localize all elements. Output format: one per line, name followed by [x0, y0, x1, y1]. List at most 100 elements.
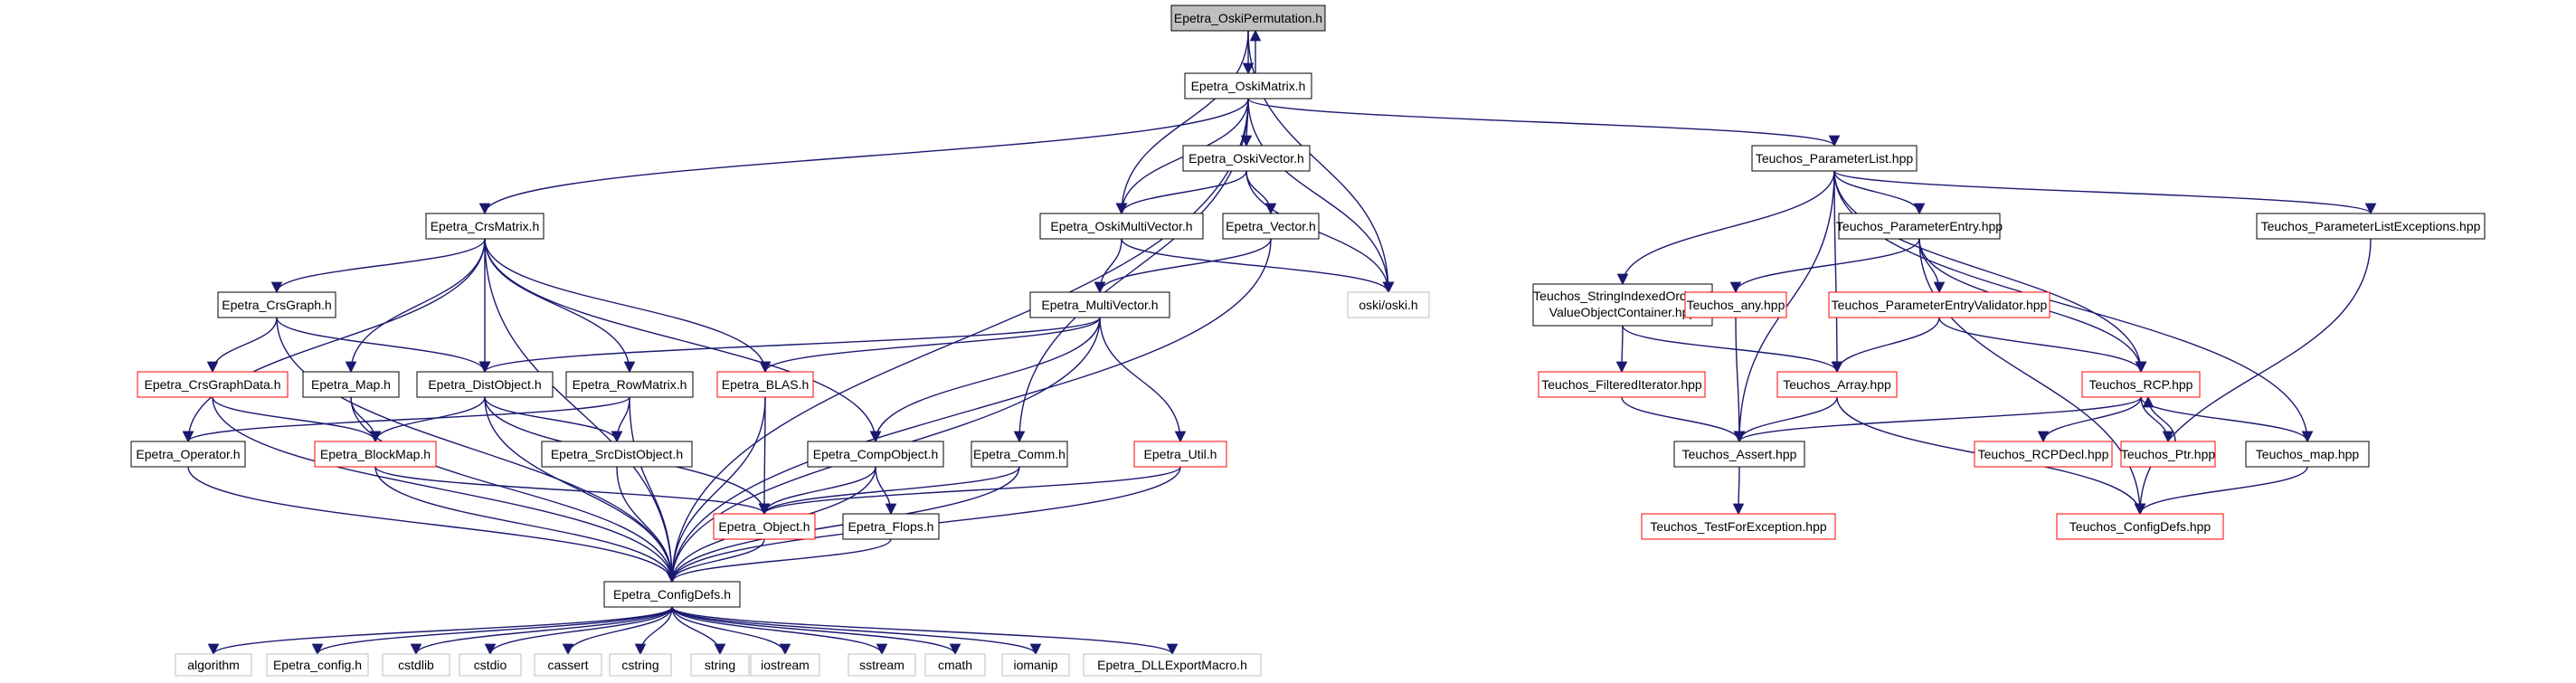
node-label: Teuchos_ParameterEntryValidator.hpp: [1832, 298, 2048, 312]
node-entry-validator[interactable]: Teuchos_ParameterEntryValidator.hpp: [1828, 291, 2050, 318]
node-label: Epetra_DistObject.h: [428, 377, 541, 392]
node-label: Teuchos_Ptr.hpp: [2121, 447, 2216, 461]
node-block-map[interactable]: Epetra_BlockMap.h: [314, 441, 437, 468]
edge-oski_matrix-to-crs_matrix: [478, 98, 1249, 215]
node-label: Epetra_BlockMap.h: [320, 447, 431, 461]
node-teuchos-map[interactable]: Teuchos_map.hpp: [2245, 441, 2370, 468]
node-dist-object[interactable]: Epetra_DistObject.h: [416, 371, 554, 398]
node-filtered-iter[interactable]: Teuchos_FilteredIterator.hpp: [1538, 371, 1706, 398]
node-param-list[interactable]: Teuchos_ParameterList.hpp: [1751, 145, 1918, 172]
node-label: iomanip: [1013, 658, 1057, 672]
node-label: ValueObjectContainer.hpp: [1549, 305, 1697, 319]
edge-entry_validator-to-rcp: [1938, 317, 2147, 374]
node-label: Epetra_BLAS.h: [722, 377, 810, 392]
node-row-matrix[interactable]: Epetra_RowMatrix.h: [565, 371, 694, 398]
node-label: Epetra_config.h: [273, 658, 362, 672]
node-param-list-exc[interactable]: Teuchos_ParameterListExceptions.hpp: [2256, 213, 2486, 240]
edge-block_map-to-object: [374, 466, 771, 516]
edge-config_defs-to-cstring: [634, 606, 673, 656]
node-crs-graph[interactable]: Epetra_CrsGraph.h: [217, 291, 336, 318]
node-label: Teuchos_FilteredIterator.hpp: [1541, 377, 1702, 392]
edge-oski_matrix-to-param_list: [1247, 98, 1841, 147]
node-box: [713, 513, 816, 540]
node-label: Epetra_Vector.h: [1226, 219, 1316, 233]
node-label: Teuchos_RCPDecl.hpp: [1978, 447, 2109, 461]
edge-dist_object-to-src_dist_object: [484, 396, 623, 443]
node-label: sstream: [859, 658, 904, 672]
edge-blas-to-config_defs: [666, 396, 766, 583]
node-label: Epetra_Map.h: [311, 377, 391, 392]
node-crs-graph-data[interactable]: Epetra_CrsGraphData.h: [137, 371, 289, 398]
node-util[interactable]: Epetra_Util.h: [1133, 441, 1227, 468]
node-config-defs[interactable]: Epetra_ConfigDefs.h: [603, 581, 741, 608]
node-label: Epetra_DLLExportMacro.h: [1097, 658, 1247, 672]
node-label: cassert: [547, 658, 588, 672]
edge-config_defs-to-cstdlib: [410, 606, 673, 656]
edge-crs_matrix-to-map: [345, 238, 486, 374]
node-flops[interactable]: Epetra_Flops.h: [842, 513, 940, 540]
edge-root-to-oski_multivector: [1115, 30, 1249, 215]
node-label: Epetra_MultiVector.h: [1041, 298, 1158, 312]
edge-config_defs-to-cmath: [671, 606, 961, 656]
node-comm[interactable]: Epetra_Comm.h: [971, 441, 1068, 468]
edge-crs_matrix-to-row_matrix: [484, 238, 636, 374]
node-vector[interactable]: Epetra_Vector.h: [1222, 213, 1320, 240]
node-test-for-exc[interactable]: Teuchos_TestForException.hpp: [1641, 513, 1836, 540]
node-object[interactable]: Epetra_Object.h: [713, 513, 816, 540]
nodes: Epetra_OskiPermutation.hEpetra_OskiMatri…: [130, 5, 2486, 677]
node-rcp-decl[interactable]: Teuchos_RCPDecl.hpp: [1974, 441, 2113, 468]
node-label: Epetra_RowMatrix.h: [573, 377, 687, 392]
node-sioc[interactable]: Teuchos_StringIndexedOrderedValueObjectC…: [1532, 283, 1713, 327]
node-box: [541, 441, 693, 468]
node-algorithm: algorithm: [175, 653, 252, 677]
node-label: Teuchos_ParameterList.hpp: [1756, 151, 1914, 166]
node-oski-matrix[interactable]: Epetra_OskiMatrix.h: [1184, 72, 1312, 100]
node-crs-matrix[interactable]: Epetra_CrsMatrix.h: [425, 213, 545, 240]
node-param-entry[interactable]: Teuchos_ParameterEntry.hpp: [1836, 213, 2003, 240]
node-ptr[interactable]: Teuchos_Ptr.hpp: [2120, 441, 2216, 468]
node-array[interactable]: Teuchos_Array.hpp: [1776, 371, 1898, 398]
node-root[interactable]: Epetra_OskiPermutation.h: [1170, 5, 1326, 32]
node-multivector[interactable]: Epetra_MultiVector.h: [1029, 291, 1170, 318]
edge-crs_matrix-to-config_defs: [484, 238, 678, 583]
node-label: Epetra_Flops.h: [848, 519, 934, 534]
node-cmath: cmath: [924, 653, 986, 677]
edge-oski_vector-to-vector: [1245, 170, 1277, 215]
node-oski-oski: oski/oski.h: [1347, 291, 1430, 318]
node-box: [1776, 371, 1898, 398]
node-label: Teuchos_Assert.hpp: [1682, 447, 1797, 461]
node-box: [314, 441, 437, 468]
node-label: Teuchos_Array.hpp: [1783, 377, 1891, 392]
node-box: [716, 371, 814, 398]
node-operator[interactable]: Epetra_Operator.h: [130, 441, 246, 468]
node-box: [130, 441, 246, 468]
edge-comm-to-object: [758, 466, 1020, 516]
node-blas[interactable]: Epetra_BLAS.h: [716, 371, 814, 398]
node-map[interactable]: Epetra_Map.h: [302, 371, 400, 398]
node-comp-object[interactable]: Epetra_CompObject.h: [807, 441, 944, 468]
edge-config_defs-to-algorithm: [207, 606, 673, 656]
edge-filtered_iter-to-assert: [1621, 396, 1746, 443]
node-box: [1641, 513, 1836, 540]
node-label: cstdlib: [398, 658, 434, 672]
node-label: Epetra_Comm.h: [973, 447, 1065, 461]
node-any[interactable]: Teuchos_any.hpp: [1684, 291, 1787, 318]
edge-multivector-to-dist_object: [478, 317, 1101, 374]
node-label: Epetra_OskiPermutation.h: [1174, 11, 1322, 25]
node-label: cstring: [621, 658, 658, 672]
node-assert[interactable]: Teuchos_Assert.hpp: [1673, 441, 1805, 468]
node-src-dist-object[interactable]: Epetra_SrcDistObject.h: [541, 441, 693, 468]
node-box: [1347, 291, 1430, 318]
node-dll-export: Epetra_DLLExportMacro.h: [1083, 653, 1262, 677]
node-box: [848, 653, 916, 677]
node-label: Epetra_ConfigDefs.h: [613, 587, 731, 602]
edge-config_defs-to-sstream: [671, 606, 888, 656]
node-label: Epetra_Util.h: [1144, 447, 1217, 461]
node-teuchos-config[interactable]: Teuchos_ConfigDefs.hpp: [2056, 513, 2224, 540]
edge-config_defs-to-cassert: [562, 606, 673, 656]
node-rcp[interactable]: Teuchos_RCP.hpp: [2081, 371, 2201, 398]
node-oski-multivector[interactable]: Epetra_OskiMultiVector.h: [1039, 213, 1204, 240]
node-label: Epetra_Object.h: [718, 519, 810, 534]
edge-oski_multivector-to-multivector: [1094, 238, 1122, 294]
node-oski-vector[interactable]: Epetra_OskiVector.h: [1182, 145, 1311, 172]
